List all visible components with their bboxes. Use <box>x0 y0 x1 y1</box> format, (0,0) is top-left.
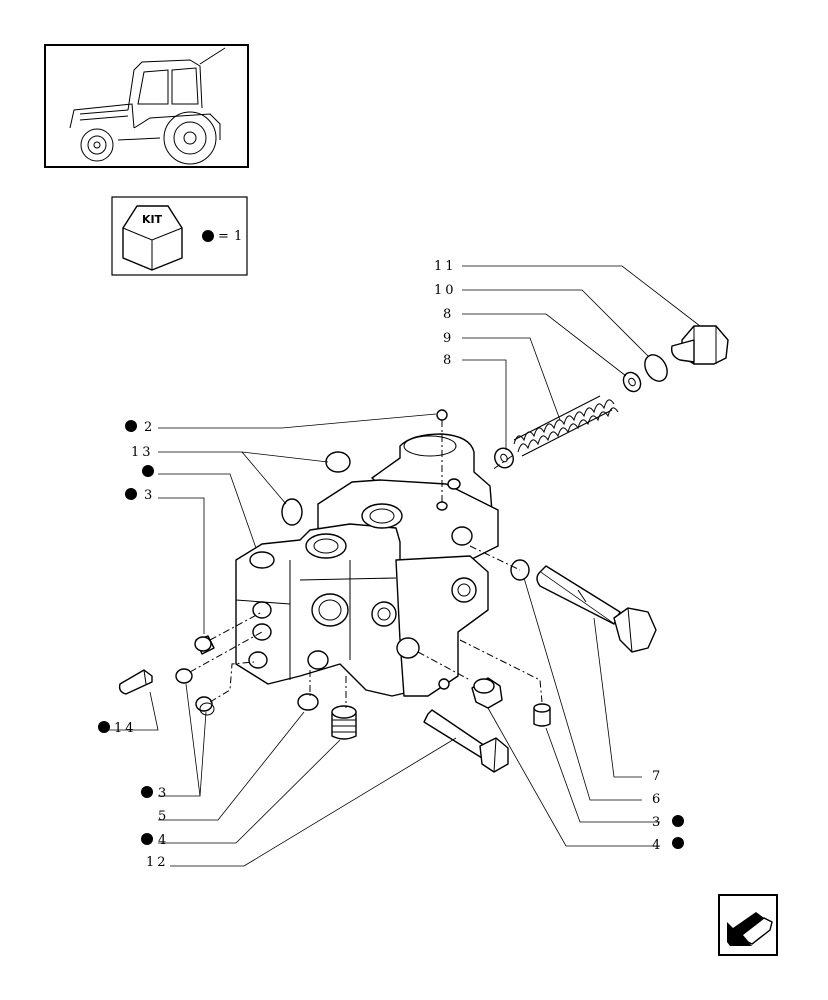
callout-8-upper: 8 <box>443 307 454 322</box>
callout-3-upper: 3 <box>144 488 155 503</box>
callout-3-right: 3 <box>652 815 663 830</box>
callout-14: 14 <box>114 721 137 736</box>
callout-2: 2 <box>144 420 155 435</box>
bullet-2 <box>125 420 137 432</box>
part-3-plug-c <box>195 696 215 716</box>
bullet-3-upper <box>125 488 137 500</box>
assembly-axes <box>189 420 543 708</box>
callout-12: 12 <box>146 855 169 870</box>
callout-13: 13 <box>131 445 154 460</box>
bullet-unlabeled <box>142 465 154 477</box>
callout-5: 5 <box>158 809 169 824</box>
part-13-oring-upper <box>325 451 351 473</box>
bullet-4-lower <box>141 833 153 845</box>
callout-4-right: 4 <box>652 838 663 853</box>
callout-8-lower: 8 <box>443 353 454 368</box>
part-3-plug-b <box>175 668 193 684</box>
part-7-bolt <box>536 565 657 653</box>
part-8-washer-lower <box>494 447 514 469</box>
callout-3-lower: 3 <box>158 786 169 801</box>
leader-lines <box>100 265 701 867</box>
kit-bullet <box>202 230 214 242</box>
kit-legend-eq: = <box>218 229 232 244</box>
bullet-3-lower <box>141 786 153 798</box>
tractor-thumbnail-icon[interactable] <box>44 44 249 168</box>
kit-box-icon <box>122 205 183 271</box>
callout-10: 10 <box>434 283 457 298</box>
bullet-3-right <box>672 815 684 827</box>
callout-7: 7 <box>652 769 663 784</box>
valve-body <box>235 433 499 697</box>
kit-badge-text: KIT <box>142 213 163 226</box>
part-2-ball <box>436 409 448 421</box>
part-10-oring <box>644 354 668 382</box>
kit-legend: KIT = 1 <box>111 196 248 276</box>
bullet-4-right <box>672 837 684 849</box>
callout-6: 6 <box>652 792 663 807</box>
part-3-plug-a <box>194 635 215 655</box>
part-13-oring-lower <box>281 498 303 526</box>
callout-9: 9 <box>443 331 454 346</box>
bullet-14 <box>98 721 110 733</box>
callout-11: 11 <box>434 259 457 274</box>
part-5-plug <box>297 693 319 711</box>
part-9-spring <box>513 395 619 457</box>
next-page-arrow-icon <box>727 912 773 946</box>
callout-labels: 11 10 8 9 8 2 13 3 14 3 5 4 12 7 6 3 4 <box>98 259 684 870</box>
part-4-plug-right <box>471 677 503 709</box>
callout-4-lower: 4 <box>158 833 169 848</box>
part-3-plug-right <box>533 703 551 727</box>
next-page-button[interactable] <box>718 894 778 956</box>
kit-legend-value: 1 <box>234 229 245 244</box>
part-12-bolt <box>423 709 509 773</box>
part-4-plug-left <box>331 705 357 740</box>
part-8-washer-upper <box>622 371 642 393</box>
part-11-plug <box>670 325 729 365</box>
part-14-pin <box>118 669 153 695</box>
